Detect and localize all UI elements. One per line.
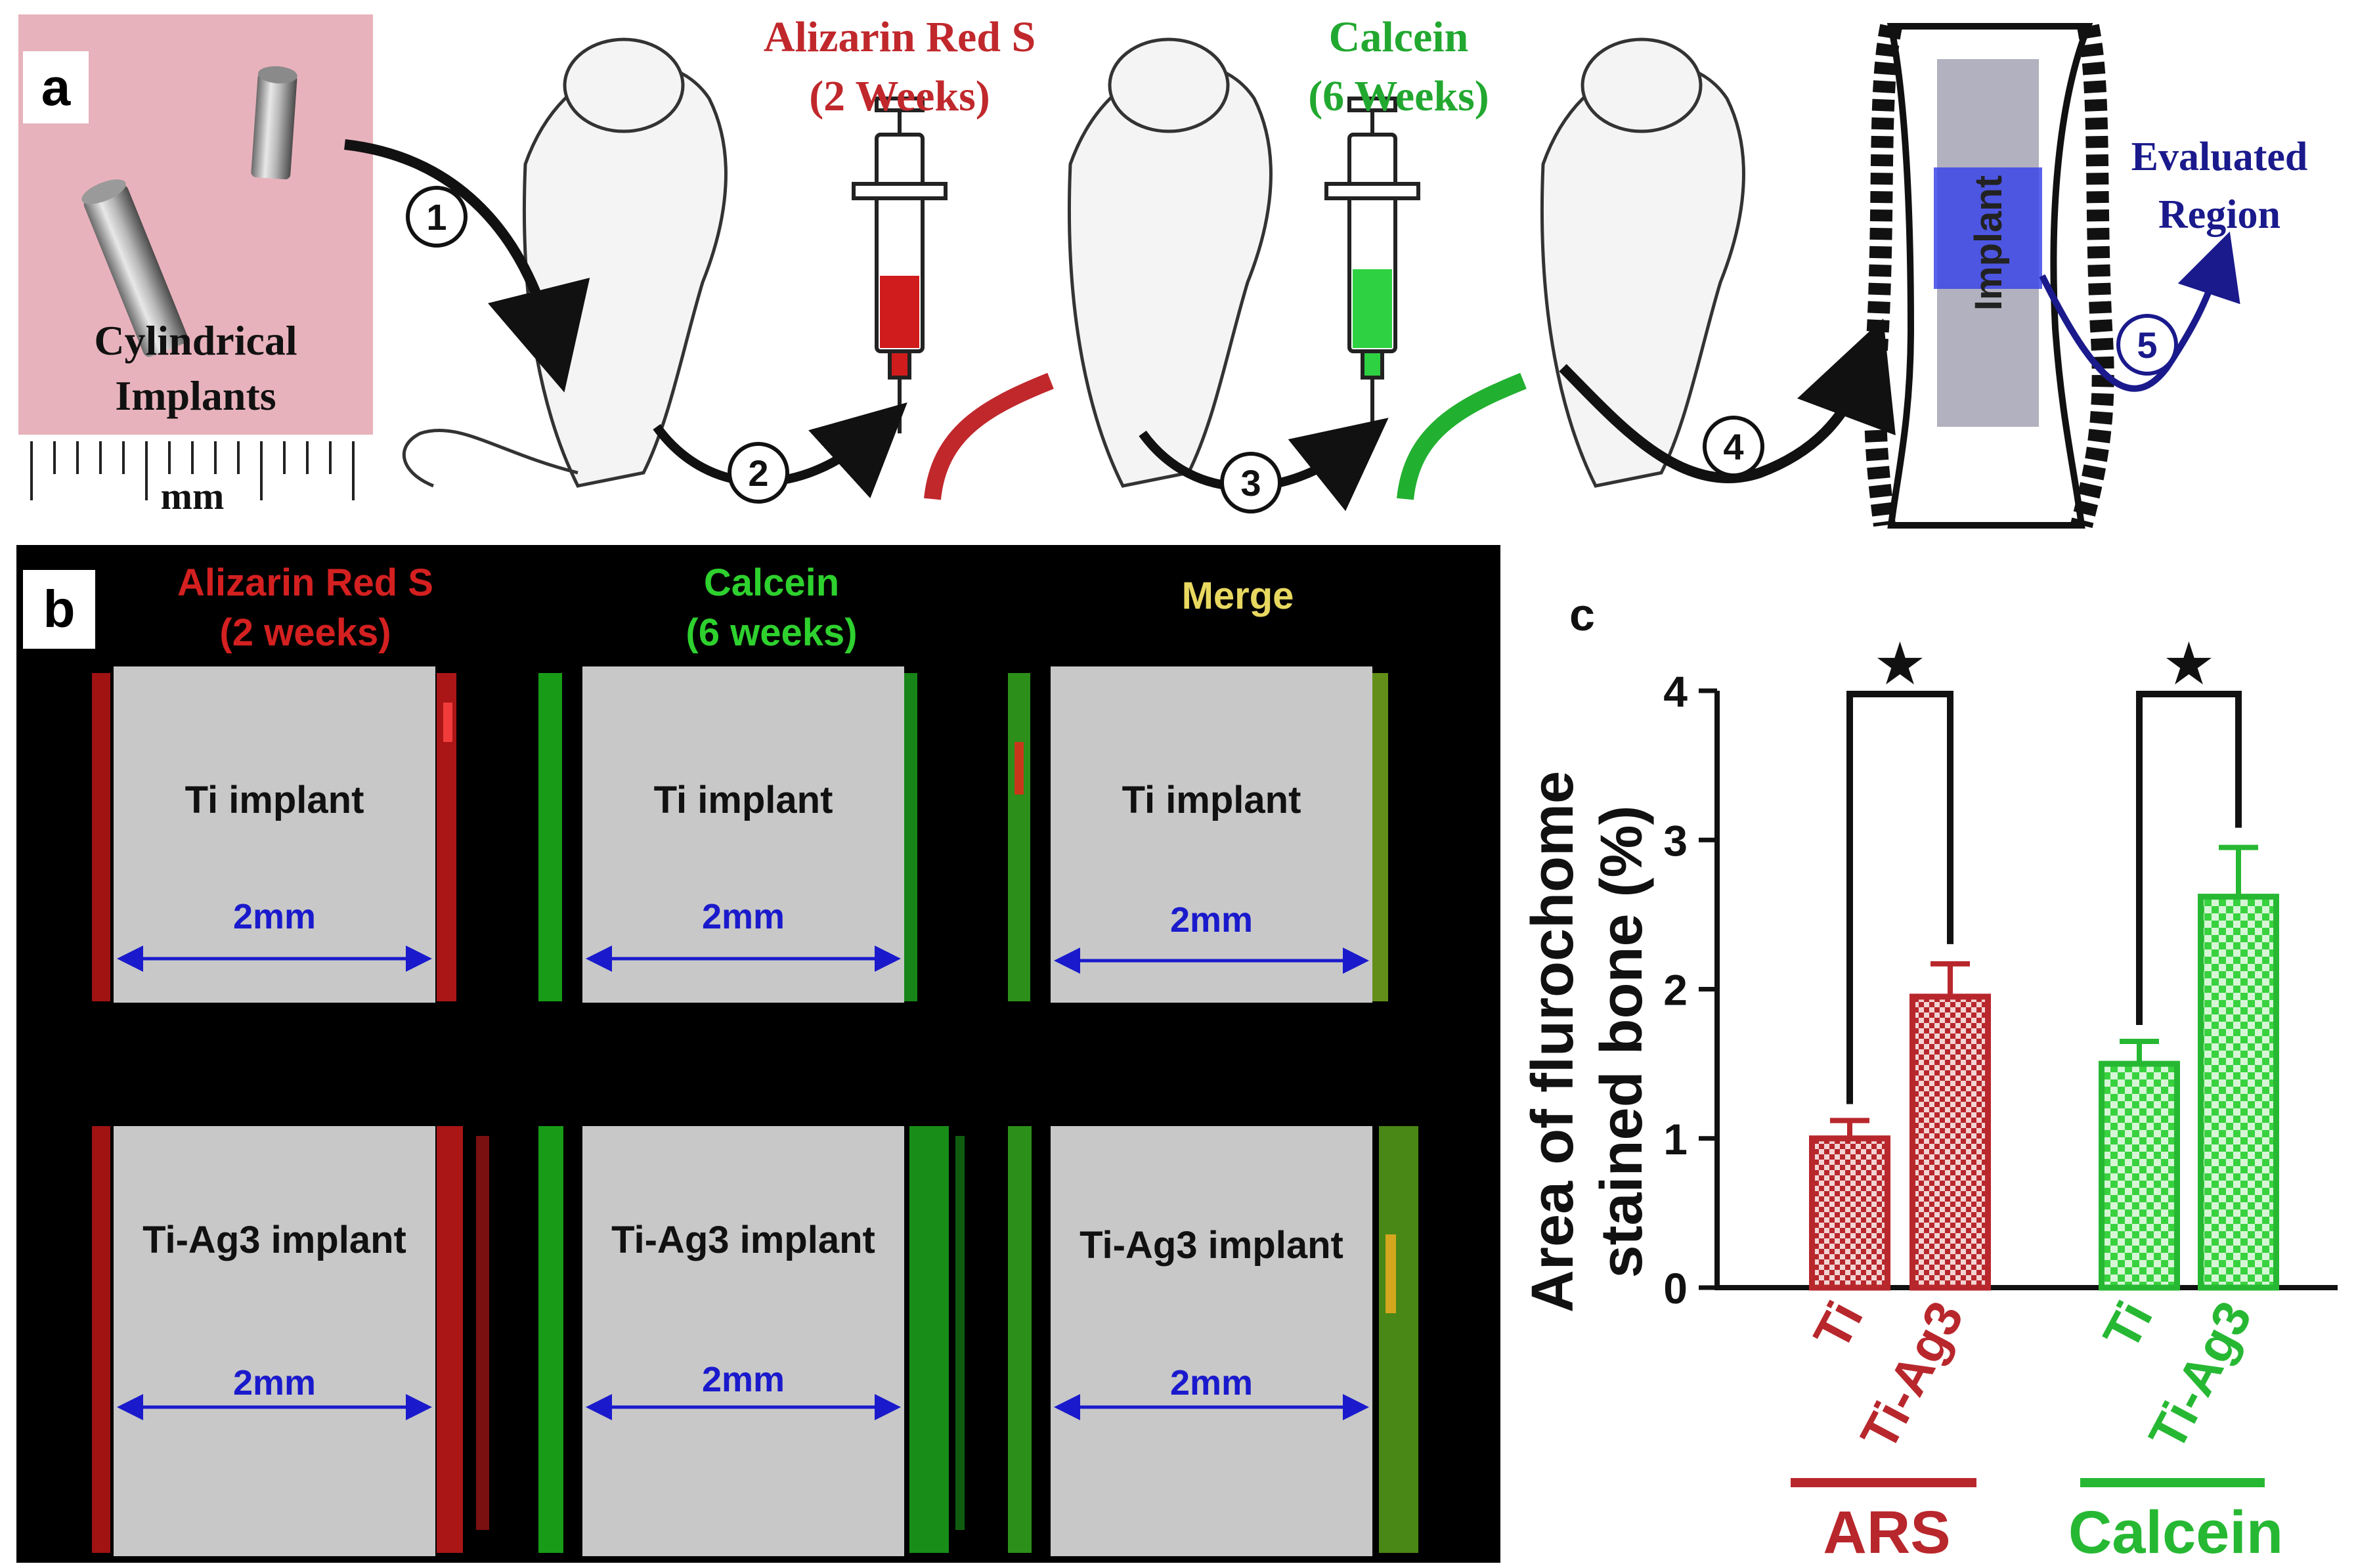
b-header-calcein-line2: (6 weeks) bbox=[686, 611, 858, 654]
scale-arrows bbox=[117, 946, 1369, 1420]
calcein-injection-line2: (6 Weeks) bbox=[1308, 72, 1489, 120]
bone-section bbox=[1864, 23, 2114, 529]
photo-label: Cylindrical Implants bbox=[45, 313, 347, 424]
ars-injection-line2: (2 Weeks) bbox=[809, 72, 990, 120]
panel-letter-c: c bbox=[1569, 589, 1595, 640]
evaluated-region-line2: Region bbox=[2158, 192, 2280, 237]
arrow-step-1 bbox=[344, 139, 590, 393]
x-label-0: Ti bbox=[1802, 1292, 1874, 1359]
b-header-ars-line2: (2 weeks) bbox=[219, 611, 391, 654]
implant-ars-ti-label: Ti implant bbox=[185, 779, 364, 821]
implant-merge-tiag3: Ti-Ag3 implant 2mm bbox=[1051, 1126, 1372, 1556]
y-tick-label-4: 4 bbox=[1663, 667, 1688, 716]
ruler-unit: mm bbox=[150, 474, 235, 518]
sig-star-calcein: ★ bbox=[2162, 632, 2215, 697]
arrow-step-4 bbox=[1559, 318, 1896, 483]
evaluated-region-label: Evaluated Region bbox=[2088, 128, 2351, 244]
chart-bars bbox=[1809, 844, 2279, 1291]
bar-calcein-0 bbox=[2099, 1060, 2180, 1291]
x-label-2: Ti bbox=[2091, 1292, 2164, 1359]
implant-merge-ti-label: Ti implant bbox=[1122, 779, 1301, 821]
bar-chart: c Area of flurochome stained bone (%) 0 1… bbox=[1520, 589, 2338, 1566]
b-header-merge-line1: Merge bbox=[1181, 575, 1294, 617]
implant-merge-ti: Ti implant 2mm bbox=[1051, 666, 1372, 1003]
panel-letter-b: b bbox=[23, 570, 95, 649]
rat-1 bbox=[402, 37, 728, 488]
implant-calcein-ti-label: Ti implant bbox=[653, 779, 833, 821]
step-circle-2 bbox=[728, 442, 789, 504]
panel-letter-a: a bbox=[23, 51, 89, 123]
ars-injection-label: Alizarin Red S (2 Weeks) bbox=[729, 8, 1070, 126]
sig-bracket-ars bbox=[1846, 691, 1953, 1104]
calcein-injection-line1: Calcein bbox=[1328, 13, 1469, 61]
photo-label-line1: Cylindrical bbox=[94, 317, 297, 364]
implant-short bbox=[251, 66, 297, 180]
evaluated-region-line1: Evaluated bbox=[2131, 135, 2308, 179]
implant-calcein-ti-scale: 2mm bbox=[701, 897, 785, 936]
sig-star-ars: ★ bbox=[1873, 632, 1927, 697]
b-header-ars-line1: Alizarin Red S bbox=[177, 561, 433, 604]
implant-ars-tiag3-label: Ti-Ag3 implant bbox=[142, 1219, 406, 1261]
y-tick-label-1: 1 bbox=[1663, 1115, 1688, 1164]
step-circle-1 bbox=[406, 186, 468, 248]
implant-long bbox=[81, 179, 188, 357]
step-number-1: 1 bbox=[426, 196, 447, 238]
workflow-diagram: 1 2 3 4 5 Implant bbox=[344, 23, 2240, 529]
implant-photo: Cylindrical Implants mm bbox=[18, 14, 373, 532]
implant-merge-ti-scale: 2mm bbox=[1169, 900, 1254, 940]
implant-calcein-tiag3-label: Ti-Ag3 implant bbox=[611, 1219, 875, 1261]
panel-b: Alizarin Red S (2 weeks) Calcein (6 week… bbox=[16, 545, 1500, 1563]
y-tick-label-2: 2 bbox=[1663, 966, 1688, 1014]
bar-calcein-1 bbox=[2198, 894, 2279, 1291]
group-label-calcein: Calcein bbox=[2068, 1499, 2283, 1566]
syringe-calcein bbox=[1324, 97, 1420, 433]
chart-ylabel-line2: stained bone (%) bbox=[1589, 805, 1655, 1278]
implant-ars-tiag3: Ti-Ag3 implant 2mm bbox=[114, 1126, 435, 1556]
step-number-3: 3 bbox=[1240, 462, 1261, 504]
bar-ars-1 bbox=[1909, 993, 1991, 1291]
chart-y-ticks: 0 1 2 3 4 bbox=[1663, 667, 1717, 1313]
rat-3-tail-green bbox=[1397, 372, 1527, 500]
arrow-step-5 bbox=[2039, 231, 2240, 392]
step-number-5: 5 bbox=[2137, 324, 2157, 366]
implant-vertical-label: Implant bbox=[1967, 175, 2010, 311]
implant-calcein-tiag3: Ti-Ag3 implant 2mm bbox=[582, 1126, 904, 1556]
step-circle-5 bbox=[2116, 314, 2178, 376]
rat-2 bbox=[1067, 37, 1273, 488]
implant-calcein-tiag3-scale: 2mm bbox=[701, 1360, 785, 1399]
b-header-calcein-line1: Calcein bbox=[703, 561, 840, 604]
chart-significance: ★★ bbox=[1846, 632, 2242, 1104]
step-number-4: 4 bbox=[1723, 426, 1743, 468]
ars-injection-line1: Alizarin Red S bbox=[763, 13, 1036, 61]
ruler-ticks bbox=[30, 441, 355, 500]
b-header-calcein: Calcein (6 weeks) bbox=[575, 558, 969, 658]
implant-ars-ti-scale: 2mm bbox=[232, 897, 316, 936]
y-tick-label-3: 3 bbox=[1663, 816, 1688, 865]
sig-bracket-calcein bbox=[2136, 691, 2242, 1026]
group-label-ars: ARS bbox=[1823, 1499, 1950, 1566]
syringe-ars bbox=[852, 97, 948, 433]
y-tick-label-0: 0 bbox=[1663, 1264, 1688, 1313]
chart-ylabel-line1: Area of flurochome bbox=[1520, 771, 1586, 1313]
b-header-merge: Merge bbox=[1041, 571, 1435, 621]
b-header-ars: Alizarin Red S (2 weeks) bbox=[102, 558, 509, 658]
step-number-2: 2 bbox=[748, 452, 768, 494]
calcein-injection-label: Calcein (6 Weeks) bbox=[1261, 8, 1537, 126]
fluorescence-stripes bbox=[92, 673, 1418, 1553]
step-circle-4 bbox=[1703, 416, 1764, 477]
step-circle-3 bbox=[1220, 452, 1282, 513]
rat-3 bbox=[1540, 37, 1745, 488]
photo-label-line2: Implants bbox=[115, 372, 276, 419]
chart-group-labels: ARS Calcein bbox=[1791, 1478, 2283, 1566]
evaluated-region-box bbox=[1934, 167, 2042, 289]
bar-ars-0 bbox=[1809, 1135, 1890, 1291]
implant-merge-tiag3-label: Ti-Ag3 implant bbox=[1080, 1224, 1343, 1267]
rat-2-tail-red bbox=[924, 372, 1054, 500]
